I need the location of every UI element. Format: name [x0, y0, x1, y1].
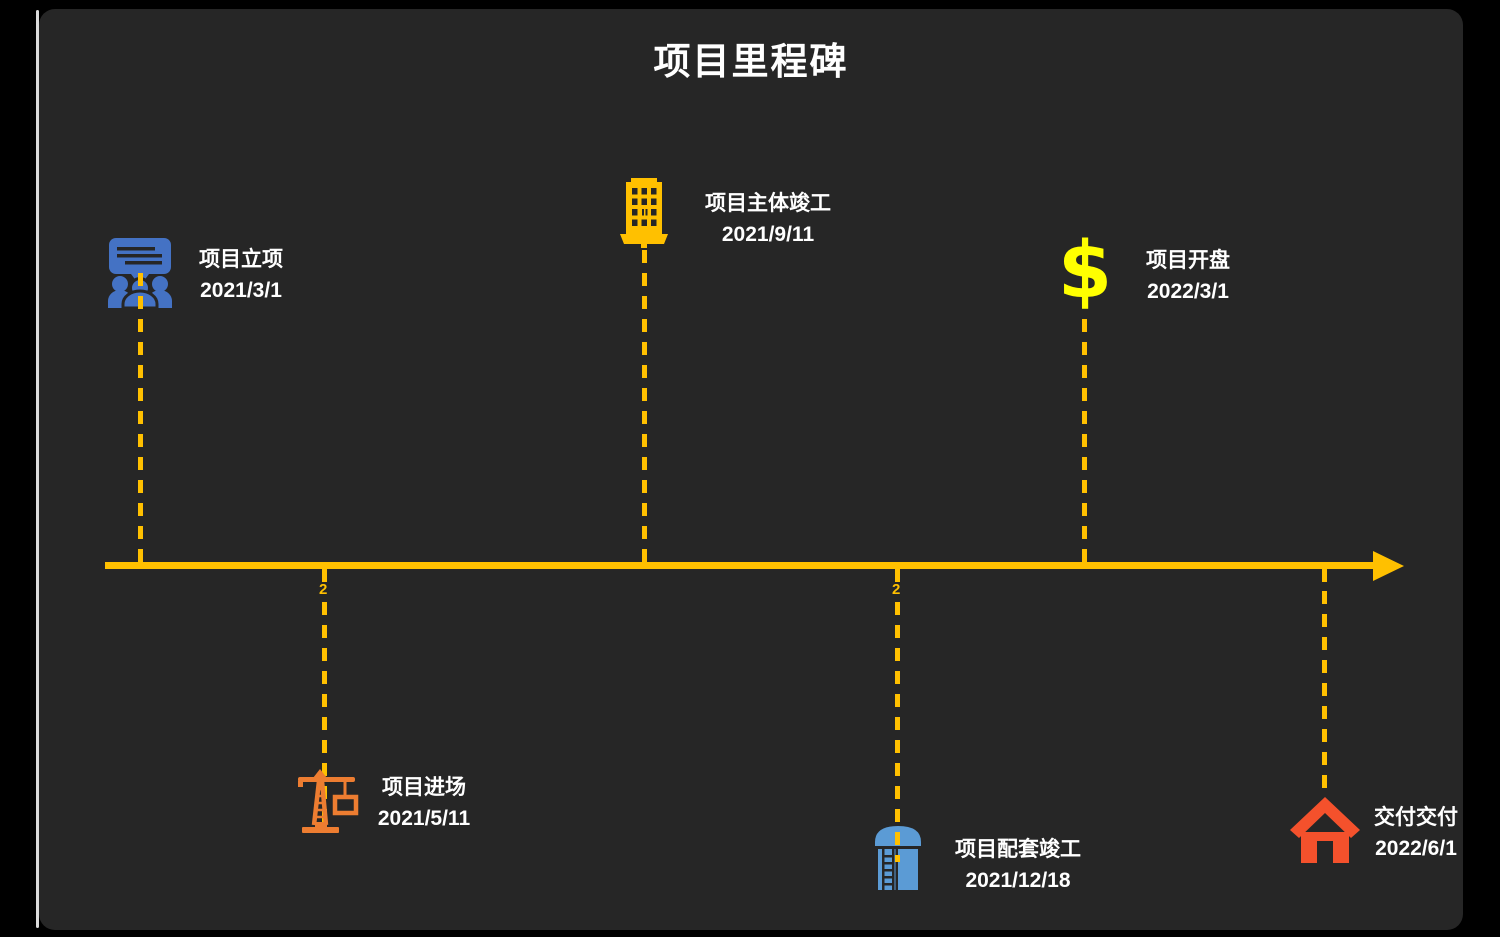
milestone-connector — [322, 602, 327, 832]
milestone-date: 2021/5/11 — [377, 807, 471, 830]
milestone-name: 项目进场 — [381, 776, 466, 799]
timeline-arrowhead-icon — [1373, 550, 1404, 581]
building-icon — [620, 178, 668, 248]
milestone-date: 2022/3/1 — [1147, 280, 1229, 303]
milestone-label: 项目立项 2021/3/1 — [199, 244, 283, 306]
milestone-connector — [138, 268, 143, 562]
milestone-connector — [1082, 310, 1087, 562]
milestone-date: 2021/3/1 — [200, 279, 282, 302]
milestone-name: 项目主体竣工 — [705, 192, 831, 215]
milestone-label: 项目配套竣工 2021/12/18 — [955, 834, 1081, 896]
milestone-label: 项目进场 2021/5/11 — [378, 772, 470, 834]
milestone-name: 项目立项 — [199, 248, 283, 271]
milestone-date: 2021/12/18 — [965, 869, 1071, 892]
crane-icon — [298, 769, 359, 833]
milestone-date: 2022/6/1 — [1375, 837, 1457, 860]
axis-artifact: 2 — [319, 581, 328, 598]
milestone-date: 2021/9/11 — [721, 223, 815, 246]
timeline-slide: 项目里程碑 项目立项 2021/3/1 2 — [39, 9, 1463, 930]
milestone-tick — [895, 569, 900, 582]
milestone-label: 交付交付 2022/6/1 — [1374, 802, 1458, 864]
page-title: 项目里程碑 — [653, 41, 849, 82]
axis-artifact: 2 — [892, 581, 901, 598]
house-icon — [1290, 797, 1360, 863]
milestone-connector — [642, 245, 647, 562]
milestone-name: 交付交付 — [1374, 806, 1458, 829]
milestone-label: 项目开盘 2022/3/1 — [1146, 245, 1230, 307]
timeline-axis — [105, 562, 1375, 569]
milestone-name: 项目配套竣工 — [955, 838, 1081, 861]
slide-left-edge — [36, 10, 39, 928]
milestone-connector — [895, 602, 900, 862]
dollar-icon: $ — [1057, 226, 1113, 316]
milestone-tick — [322, 569, 327, 582]
milestone-name: 项目开盘 — [1146, 249, 1230, 272]
milestone-tick — [1322, 569, 1327, 582]
milestone-connector — [1322, 591, 1327, 798]
milestone-label: 项目主体竣工 2021/9/11 — [705, 188, 831, 250]
